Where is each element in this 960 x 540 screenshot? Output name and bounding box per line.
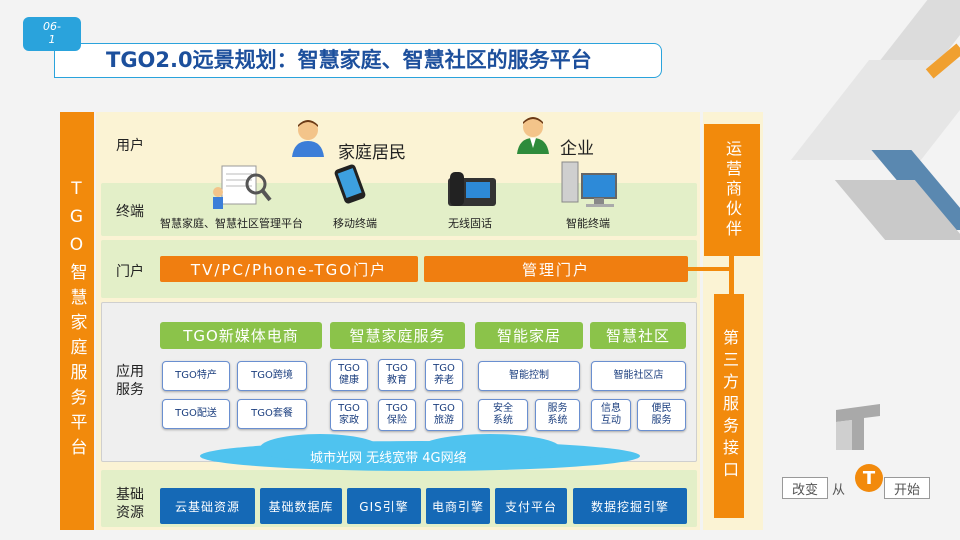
network-cloud-icon	[420, 434, 560, 462]
logo-mid: 从	[832, 483, 846, 498]
base-database: 基础数据库	[260, 488, 342, 524]
terminal-smart-label: 智能终端	[566, 217, 610, 230]
app-item-convenience-service: 便民服务	[637, 399, 686, 431]
enterprise-person-icon	[517, 117, 549, 154]
app-item-text: 养老	[434, 375, 454, 386]
app-item-text: 服务	[547, 403, 568, 414]
app-item-text: 安全	[493, 403, 513, 414]
badge-line2: 1	[48, 33, 56, 46]
app-item-text: 旅游	[434, 415, 454, 426]
mobile-phone-icon	[334, 164, 366, 204]
app-item-text: 保险	[387, 415, 407, 426]
lane-label-base-line1: 基础	[116, 487, 144, 503]
wireless-landline-icon	[448, 172, 496, 206]
app-item-text: 系统	[547, 415, 568, 426]
app-group-smart-home: 智能家居	[475, 322, 583, 349]
lane-label-terminal: 终端	[116, 204, 144, 220]
app-item-text: TGO	[338, 363, 360, 374]
management-platform-icon	[213, 165, 272, 209]
app-item-smart-control: 智能控制	[478, 361, 580, 391]
app-group-ecommerce: TGO新媒体电商	[160, 322, 322, 349]
lane-label-base: 基础 资源	[116, 486, 144, 522]
app-item-text: 便民	[651, 403, 672, 414]
app-item-text: TGO	[386, 363, 408, 374]
portal-management: 管理门户	[424, 256, 688, 282]
lane-label-app: 应用 服务	[116, 363, 144, 399]
user-enterprise-label: 企业	[560, 139, 594, 159]
app-item-service-system: 服务系统	[535, 399, 580, 431]
connector-line	[688, 267, 732, 271]
app-item-text: 教育	[387, 375, 407, 386]
connector-line	[729, 256, 734, 294]
smart-terminal-icon	[561, 161, 617, 207]
page-title: TGO2.0远景规划：智慧家庭、智慧社区的服务平台	[106, 48, 592, 72]
lane-user	[101, 117, 697, 180]
lane-label-app-line2: 服务	[116, 382, 144, 398]
app-group-smart-community: 智慧社区	[590, 322, 686, 349]
logo-mark-text: T	[862, 467, 876, 489]
portal-tv-pc-phone: TV/PC/Phone-TGO门户	[160, 256, 418, 282]
lane-label-user: 用户	[116, 138, 144, 154]
lane-label-portal: 门户	[116, 264, 144, 280]
base-ecommerce-engine: 电商引擎	[426, 488, 490, 524]
third-party-interface-bar: 第三方服务接口	[714, 294, 744, 518]
slide-number-badge: 06- 1	[23, 17, 81, 51]
app-item-text: 互动	[601, 415, 621, 426]
app-item-text: 信息	[601, 403, 621, 414]
network-cloud-icon	[260, 434, 380, 462]
base-data-mining-engine: 数据挖掘引擎	[573, 488, 687, 524]
app-item-info-interaction: 信息互动	[591, 399, 631, 431]
app-item-text: 系统	[493, 415, 513, 426]
user-resident-label: 家庭居民	[338, 143, 406, 163]
terminal-mobile-label: 移动终端	[333, 217, 377, 230]
lane-label-app-line1: 应用	[116, 364, 144, 380]
app-group-family-service: 智慧家庭服务	[330, 322, 465, 349]
app-item-security-system: 安全系统	[478, 399, 528, 431]
terminal-landline-label: 无线固话	[448, 217, 492, 230]
app-item-text: TGO	[433, 403, 455, 414]
network-label: 城市光网 无线宽带 4G网络	[310, 451, 467, 466]
app-item-text: TGO	[433, 363, 455, 374]
app-item-text: TGO	[386, 403, 408, 414]
logo-mark-icon: T	[855, 464, 883, 492]
logo-box-right: 开始	[884, 477, 930, 499]
title-frame	[54, 43, 662, 78]
base-payment-platform: 支付平台	[495, 488, 567, 524]
app-item-community-store: 智能社区店	[591, 361, 686, 391]
operator-partner-bar: 运营商伙伴	[704, 124, 760, 256]
lane-label-base-line2: 资源	[116, 505, 144, 521]
app-item-text: TGO	[338, 403, 360, 414]
app-item-tgo-crossborder: TGO跨境	[237, 361, 307, 391]
app-item-tgo-delivery: TGO配送	[162, 399, 230, 429]
base-cloud-resource: 云基础资源	[160, 488, 255, 524]
app-item-text: 家政	[339, 415, 359, 426]
app-item-tgo-package: TGO套餐	[237, 399, 307, 429]
logo-box-left: 改变	[782, 477, 828, 499]
badge-line1: 06-	[43, 20, 61, 33]
terminal-management-label: 智慧家庭、智慧社区管理平台	[160, 217, 303, 230]
app-item-text: 健康	[339, 375, 359, 386]
base-gis-engine: GIS引擎	[347, 488, 421, 524]
left-platform-bar: TGO智慧家庭服务平台	[60, 112, 94, 530]
app-item-text: 服务	[651, 415, 672, 426]
logo-t-icon	[836, 404, 880, 450]
resident-person-icon	[292, 120, 324, 157]
app-item-tgo-specialty: TGO特产	[162, 361, 230, 391]
